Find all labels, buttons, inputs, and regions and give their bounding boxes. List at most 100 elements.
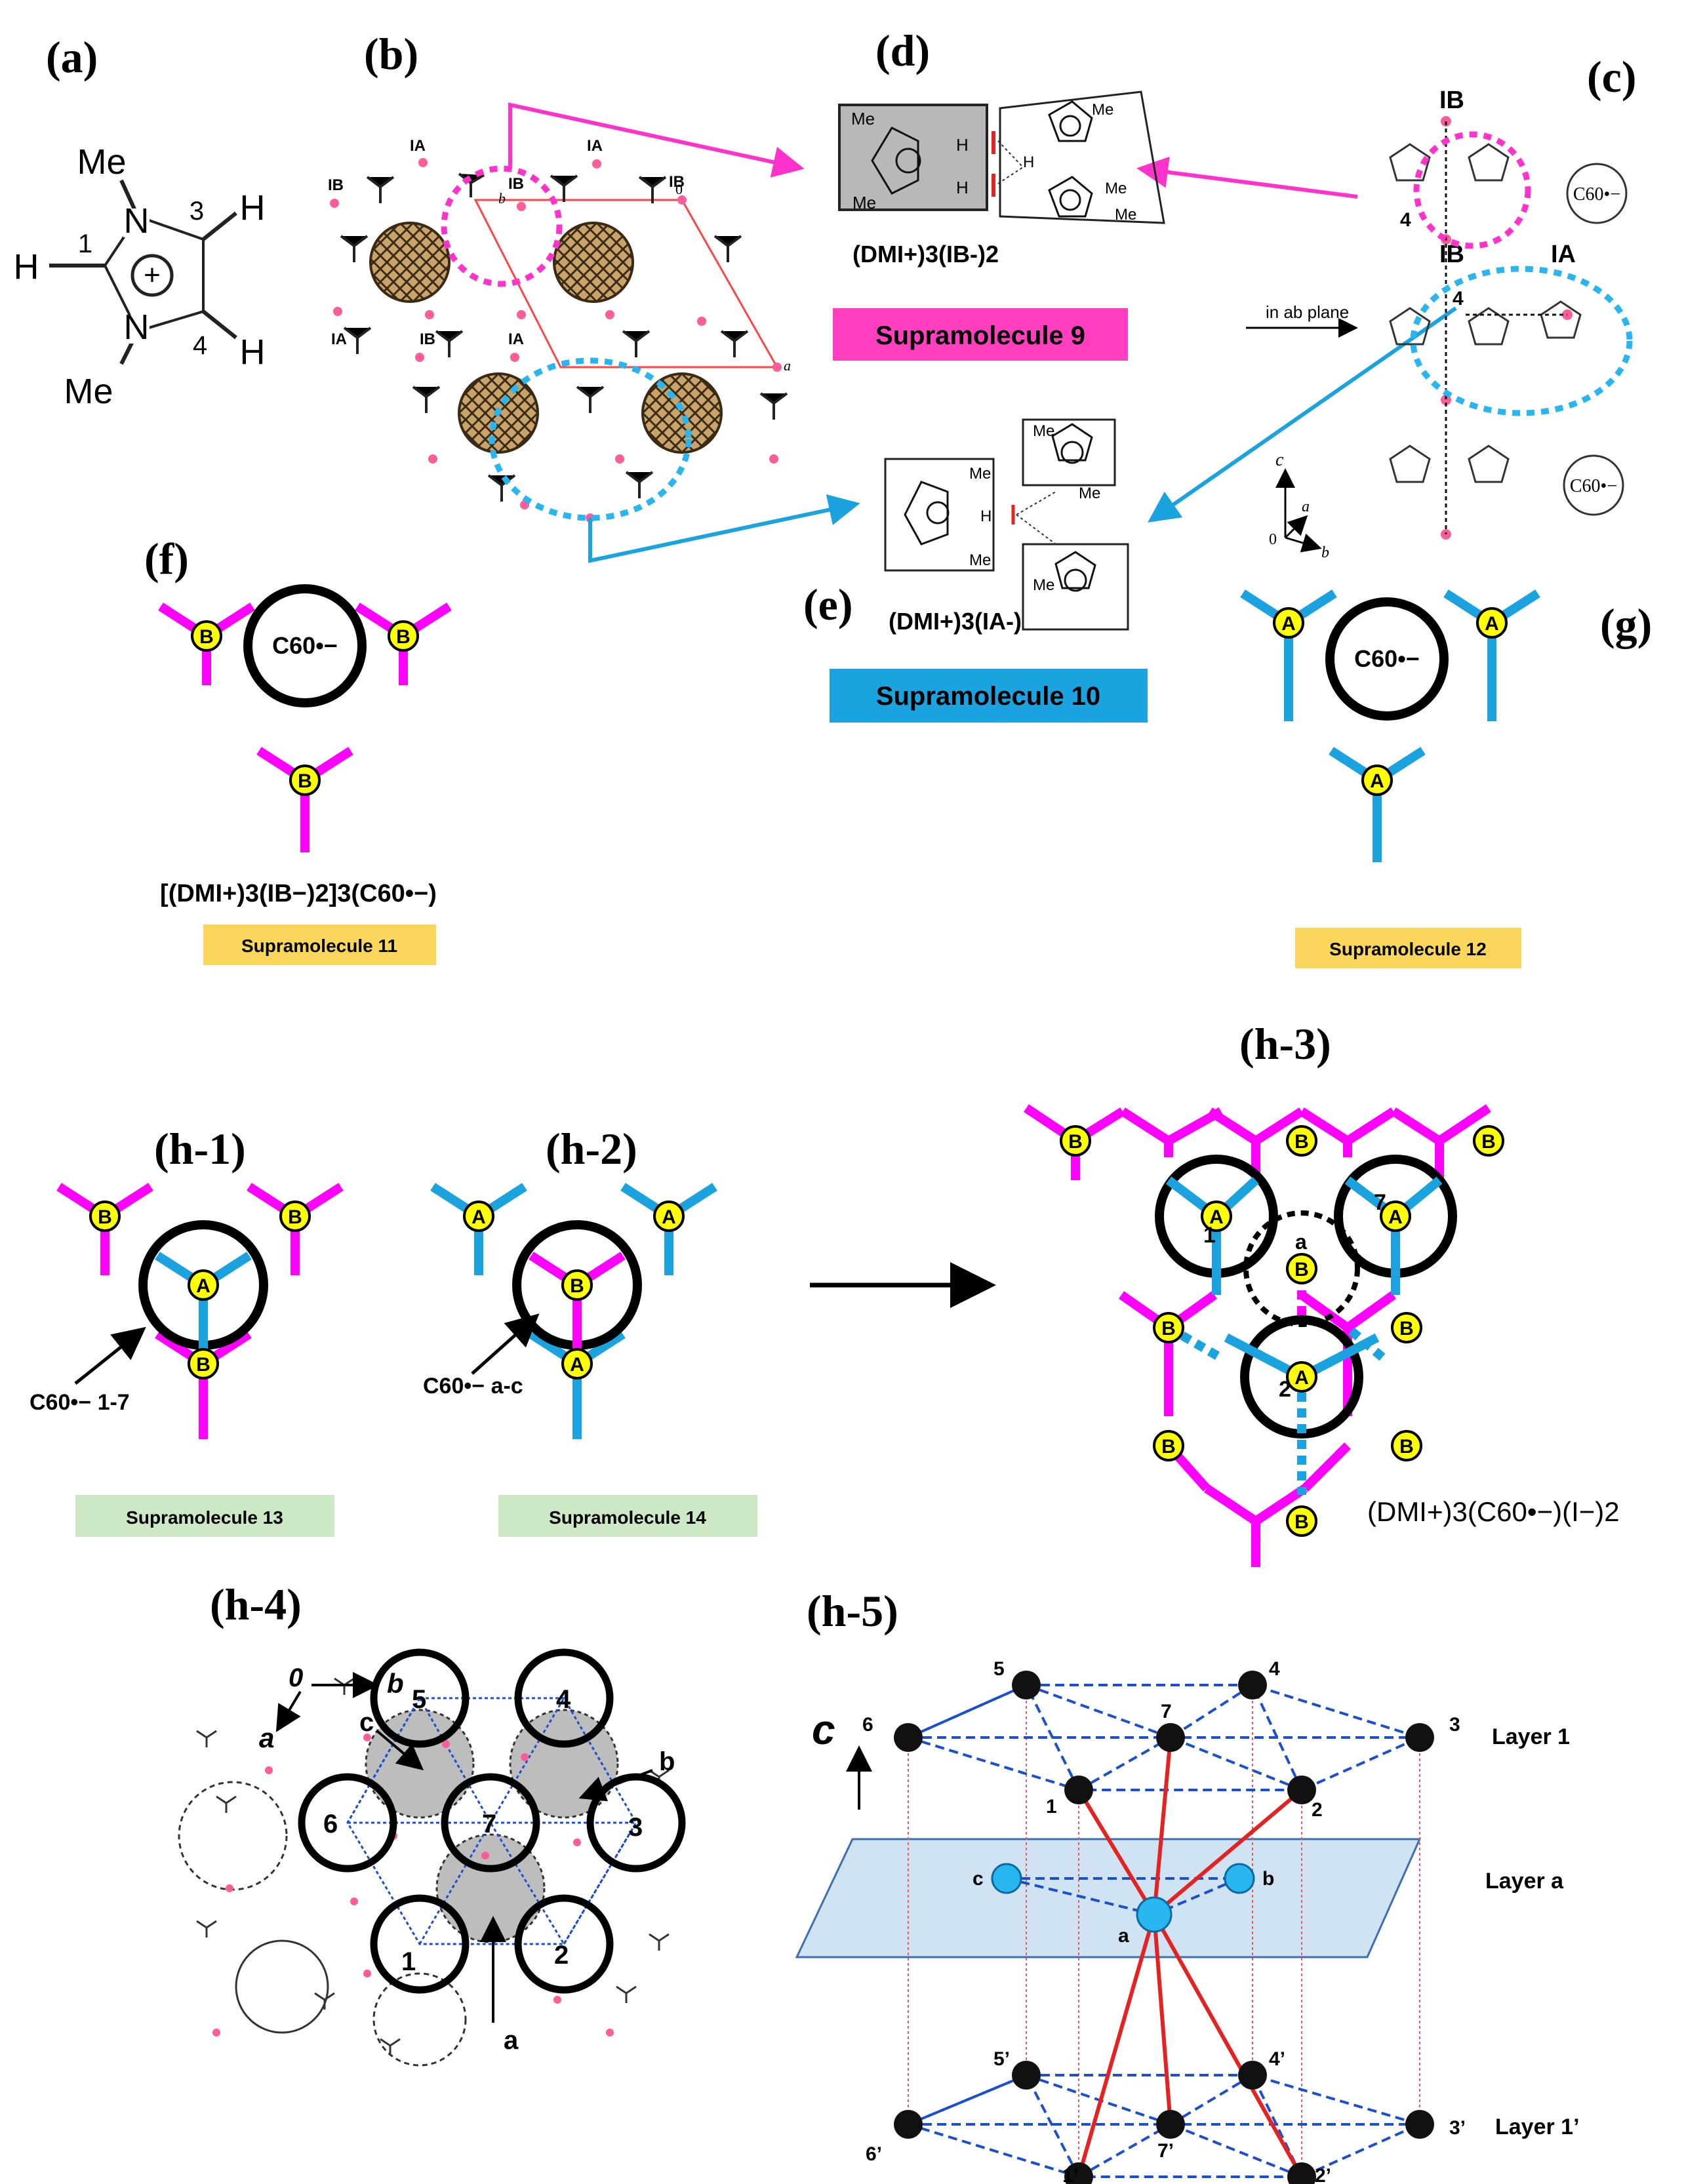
h3-node-b-right: B (1391, 1312, 1422, 1343)
node-a-g-1: A (1273, 607, 1304, 639)
h4-num-2: 2 (554, 1941, 569, 1970)
h3-node-b-2: B (1286, 1125, 1317, 1157)
h3-num-2: 2 (1279, 1377, 1291, 1402)
svg-text:A: A (662, 1206, 676, 1228)
node-b-h1-1: B (89, 1201, 121, 1232)
svg-text:IA: IA (410, 137, 426, 155)
d-me-5: Me (1115, 206, 1136, 224)
h3-node-a-7: A (1380, 1201, 1411, 1232)
arrow-b-to-d (508, 102, 805, 178)
positive-charge-icon (130, 254, 174, 297)
supramolecule-11-diagram: C60•− B B B (158, 584, 452, 852)
axis-b-label: b (1321, 544, 1329, 561)
h3-node-b-center: B (1286, 1253, 1317, 1284)
assembled-network-h3: B B B A A B B B A B B B 1 7 2 a (1024, 1104, 1504, 1567)
svg-text:A: A (1281, 613, 1296, 635)
svg-text:B: B (1399, 1436, 1414, 1458)
cell-axis-a: a (784, 357, 791, 374)
panel-label-e: (e) (803, 580, 852, 629)
d-me-2: Me (852, 193, 876, 212)
cell-origin: 0 (675, 181, 683, 197)
h3-node-b-lr: B (1391, 1430, 1422, 1461)
h5-l1p-5: 5’ (993, 2048, 1010, 2070)
h4-iodides (212, 1734, 614, 2036)
svg-text:B: B (196, 1354, 210, 1376)
h5-l1-2: 2 (1312, 1799, 1323, 1821)
node-a-h2-2: A (653, 1201, 685, 1232)
fullerene-2 (553, 222, 634, 303)
dmi-cation-structure: + N N Me Me H H H 1 3 4 (14, 142, 266, 411)
svg-text:IB: IB (508, 175, 524, 193)
svg-text:A: A (196, 1275, 210, 1297)
c60-label-f: C60•− (272, 632, 338, 659)
svg-text:B: B (98, 1206, 112, 1228)
formula-h3: (DMI+)3(C60•−)(I−)2 (1367, 1496, 1620, 1527)
pointer-label-h2: C60•− a-c (423, 1374, 523, 1399)
d-h-2: H (956, 178, 969, 197)
panel-label-h5: (h-5) (807, 1586, 898, 1636)
panel-label-h4: (h-4) (210, 1579, 302, 1629)
h3-node-b-ll: B (1153, 1430, 1184, 1461)
formula-f: [(DMI+)3(IB−)2]3(C60•−) (160, 880, 437, 907)
h4-dmi-clusters (196, 1677, 670, 2055)
svg-text:IB: IB (420, 330, 435, 348)
layer-1-label: Layer 1 (1492, 1724, 1570, 1749)
supramolecule-11-label: Supramolecule 11 (241, 936, 397, 956)
supramolecule-13-label: Supramolecule 13 (126, 1507, 283, 1528)
svg-text:B: B (1161, 1436, 1176, 1458)
svg-text:B: B (298, 770, 312, 792)
h3-node-a-2: A (1286, 1361, 1317, 1393)
node-a-g-3: A (1361, 764, 1393, 796)
ab-plane-label: in ab plane (1266, 302, 1349, 322)
panel-label-c: (c) (1587, 52, 1636, 102)
h4-num-5: 5 (412, 1685, 426, 1714)
svg-text:A: A (1209, 1206, 1224, 1228)
label-4-mid: 4 (1453, 288, 1464, 309)
supramolecule-14-diagram: B A A A C60•− a-c (423, 1183, 717, 1439)
svg-text:IA: IA (508, 330, 524, 348)
panel-label-h3: (h-3) (1239, 1019, 1331, 1069)
svg-text:B: B (570, 1275, 584, 1297)
svg-text:B: B (1399, 1318, 1414, 1340)
me-bottom: Me (64, 372, 113, 411)
supramolecule-10-box (830, 669, 1148, 723)
plus-sign: + (144, 259, 161, 291)
panel-label-d: (d) (875, 26, 930, 75)
label-ib-top: IB (1439, 87, 1464, 114)
supramolecule-12-diagram: C60•− A A A (1240, 589, 1540, 862)
arrow-c-to-e (1148, 306, 1457, 523)
red-bonds (1077, 1737, 1304, 2178)
supramolecule-13-diagram: A B B B C60•− 1-7 (30, 1183, 344, 1439)
c-highlight-ib (1413, 131, 1531, 249)
label-4-top: 4 (1400, 209, 1411, 231)
panel-label-b: (b) (364, 29, 418, 79)
node-b-h1-3: B (188, 1348, 219, 1380)
c60-ring-h3-2 (1240, 1315, 1363, 1439)
h4-pointer-a: a (504, 2026, 519, 2055)
node-b-f-2: B (388, 620, 419, 652)
h5-l1p-1: 1’ (1062, 2165, 1079, 2184)
h4-pointer-c: c (359, 1708, 374, 1737)
formula-e: (DMI+)3(IA-) (889, 608, 1022, 635)
c60-ring-f (243, 584, 367, 707)
supramolecule-9-label: Supramolecule 9 (875, 321, 1085, 350)
node-b-f-3: B (289, 764, 321, 796)
layer-stacking-h5: 5 4 6 7 3 1 2 c b a 5’ 4’ 6’ 7’ 3’ 1’ 2’… (795, 1658, 1580, 2184)
panel-label-g: (g) (1600, 599, 1652, 649)
fullerene-1 (369, 222, 451, 303)
arrow-c-to-d (1136, 156, 1358, 199)
pointer-arrow-h2 (471, 1313, 540, 1375)
panel-label-h2: (h-2) (546, 1124, 637, 1174)
svg-text:IA: IA (587, 137, 603, 155)
highlight-ia-circle (489, 357, 692, 521)
h4-axis-b-label: b (387, 1668, 404, 1699)
h5-l1p-7: 7’ (1157, 2140, 1174, 2162)
svg-text:IB: IB (328, 176, 344, 194)
h5-l1-1: 1 (1046, 1796, 1057, 1817)
svg-text:IB: IB (669, 173, 685, 191)
e-h-1: H (980, 507, 992, 525)
node-a-h2-1: A (463, 1201, 494, 1232)
h-3: H (240, 188, 266, 228)
h5-l1-6: 6 (862, 1714, 873, 1736)
c60-icon-bottom (1563, 454, 1624, 516)
